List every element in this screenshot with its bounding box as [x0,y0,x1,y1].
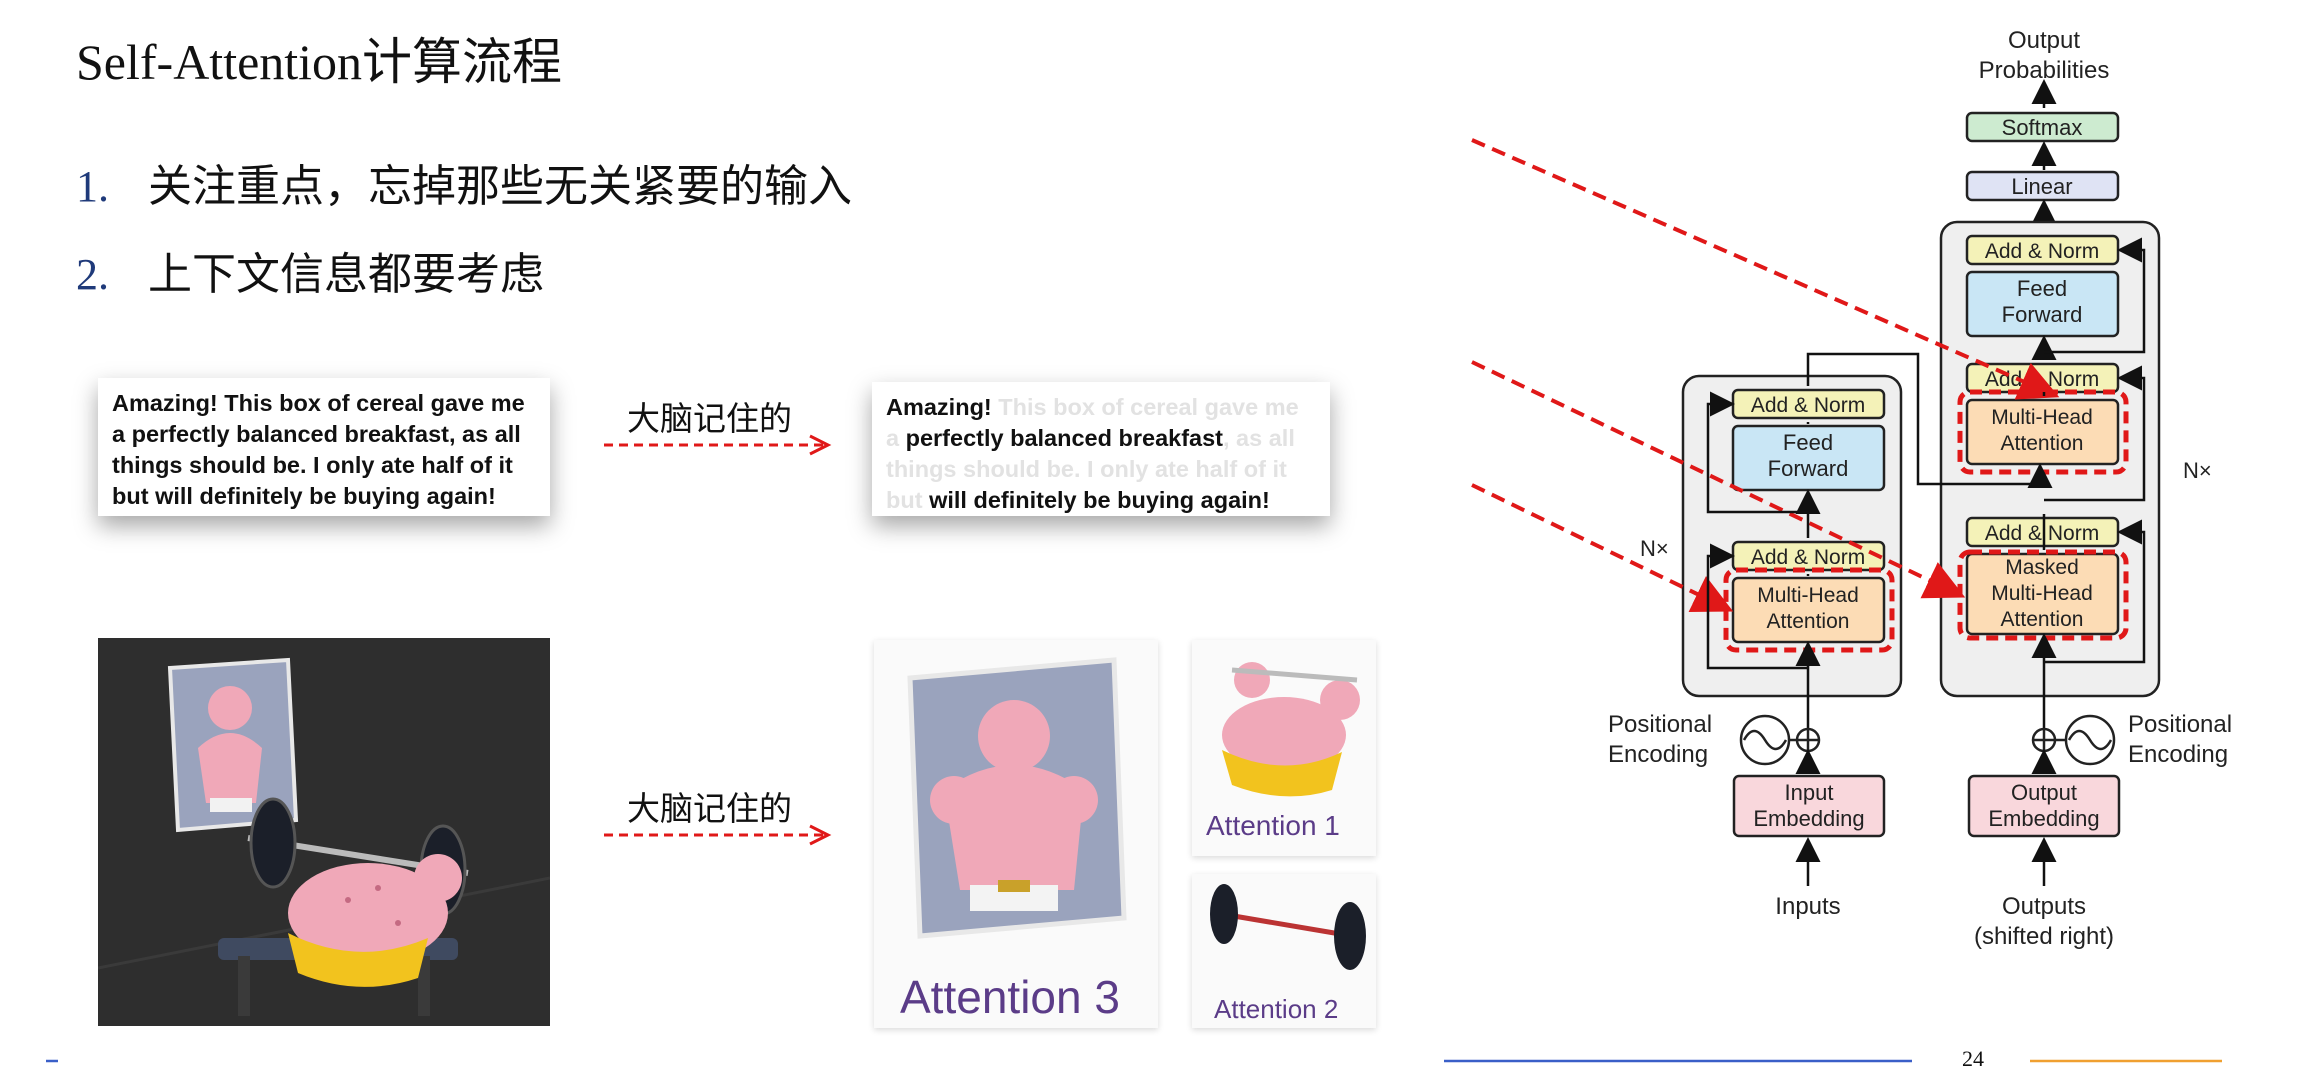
pe-line1: Positional [1608,711,1712,738]
bullet-2-number: 2. [76,250,109,299]
eff-line2: Forward [1768,456,1849,481]
masked-line3: Attention [2001,608,2084,631]
ie-line2: Embedding [1753,806,1864,831]
focus-text: perfectly balanced breakfast [905,425,1223,451]
pe-line2: Encoding [1608,741,1708,768]
decoder-nx-label: N× [2183,458,2212,483]
attention-2-barbell [1210,884,1366,970]
masked-line1: Masked [2005,556,2079,579]
attention-2-label: Attention 2 [1214,994,1339,1024]
softmax-label: Softmax [2002,115,2083,140]
ignored-text: , as all things should be. I only ate ha… [886,425,1295,513]
arrow-label-text: 大脑记住的 [627,402,792,438]
pointer-arrow-3 [1471,483,1734,613]
add-norm-label: Add & Norm [1985,522,2099,545]
bullet-1-text: 关注重点，忘掉那些无关紧要的输入 [148,162,852,211]
output-probabilities-line2: Probabilities [1979,57,2110,84]
attention-1-panel: Attention 1 [1192,640,1376,856]
masked-line2: Multi-Head [1991,582,2093,605]
barbell-weight-left [249,797,297,889]
focus-text: will definitely be buying again! [929,487,1270,513]
oe-line1: Output [2011,780,2077,805]
ignored-text: This box of cereal gave me a [886,394,1299,451]
original-review-card: Amazing! This box of cereal gave me a pe… [98,378,550,516]
attended-review-card: Amazing! This box of cereal gave me a pe… [872,382,1330,516]
oe-line2: Embedding [1988,806,2099,831]
weightlifting-scene [98,638,550,1026]
input-embedding-box [1732,774,1886,838]
attention-1-label: Attention 1 [1206,810,1340,841]
add-norm-label: Add & Norm [1751,394,1865,417]
character-body [288,863,448,963]
character-head [414,854,462,902]
emha-line2: Attention [1767,610,1850,633]
ff-line2: Forward [2002,302,2083,327]
outputs-label: Outputs (shifted right) [1974,893,2114,950]
attention-3-panel: Attention 3 [874,640,1158,1028]
dpe-line2: Encoding [2128,741,2228,768]
outputs-line1: Outputs [2002,893,2086,920]
mha-line1: Multi-Head [1991,406,2093,429]
dashed-arrow-text [604,434,832,456]
dashed-arrow-image [604,824,832,846]
output-embedding-box [1967,774,2121,838]
dpe-line1: Positional [2128,711,2232,738]
linear-label: Linear [2011,174,2072,199]
mha-line2: Attention [2001,432,2084,455]
bullet-2: 2. 上下文信息都要考虑 [76,238,544,302]
attention-3-poster [907,657,1127,939]
focus-text: Amazing! [886,394,992,420]
arrow-label-image: 大脑记住的 [627,792,792,828]
ie-line1: Input [1785,780,1834,805]
weightlifting-illustration [98,638,550,1026]
slide-title: Self-Attention计算流程 [76,34,563,90]
pointer-arrow-2 [1471,360,1966,599]
bullet-2-text: 上下文信息都要考虑 [148,250,544,299]
encoder-nx-label: N× [1640,536,1669,561]
add-norm-label: Add & Norm [1751,546,1865,569]
attention-2-panel: Attention 2 [1192,874,1376,1028]
character-shorts [288,933,428,987]
bullet-1-number: 1. [76,162,109,211]
emha-line1: Multi-Head [1757,584,1859,607]
outputs-line2: (shifted right) [1974,923,2114,950]
inputs-label: Inputs [1775,893,1840,920]
footer-lines [46,1059,2222,1063]
attention-3-label: Attention 3 [900,971,1120,1023]
output-probabilities-line1: Output [2008,27,2080,54]
ff-line1: Feed [2017,276,2067,301]
page-number: 24 [1962,1046,1984,1071]
poster-head [208,686,252,730]
original-review-text: Amazing! This box of cereal gave me a pe… [112,390,525,509]
pointer-arrow-1 [1471,138,2060,400]
add-norm-label: Add & Norm [1985,240,2099,263]
bullet-1: 1. 关注重点，忘掉那些无关紧要的输入 [76,150,852,214]
attention-1-character [1222,662,1360,797]
eff-line1: Feed [1783,430,1833,455]
